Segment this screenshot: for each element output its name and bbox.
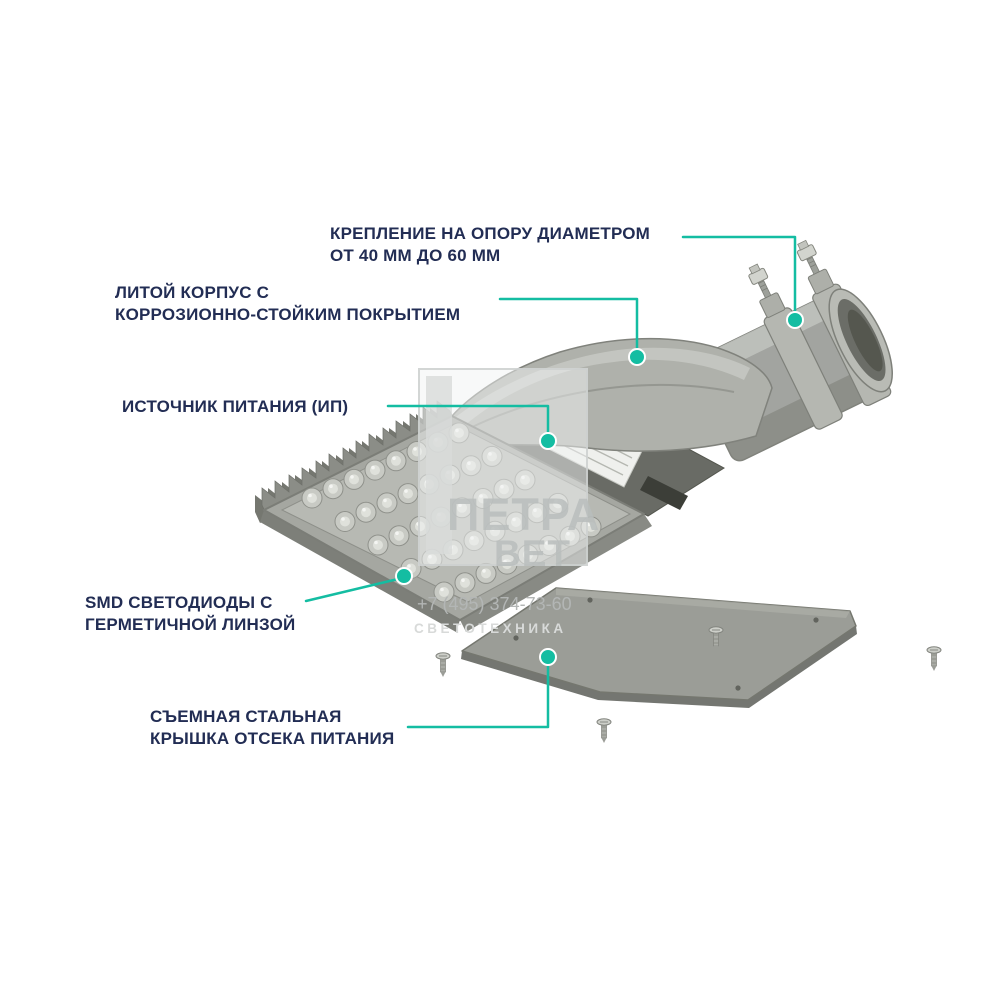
callout-label-mounting: КРЕПЛЕНИЕ НА ОПОРУ ДИАМЕТРОМ ОТ 40 ММ ДО…: [330, 224, 651, 266]
callout-line-leds: [304, 577, 400, 603]
driver-barcode: [640, 476, 688, 510]
callout-label-housing: ЛИТОЙ КОРПУС С КОРРОЗИОННО-СТОЙКИМ ПОКРЫ…: [115, 283, 461, 325]
callout-line-housing: [498, 297, 639, 350]
steel-cover-plate: [461, 587, 857, 708]
callout-label-leds: SMD СВЕТОДИОДЫ С ГЕРМЕТИЧНОЙ ЛИНЗОЙ: [85, 593, 296, 635]
callout-line-cover: [406, 664, 550, 729]
callout-dot-power-supply: [539, 432, 557, 450]
callout-dot-mounting: [786, 311, 804, 329]
callout-label-cover: СЪЕМНАЯ СТАЛЬНАЯ КРЫШКА ОТСЕКА ПИТАНИЯ: [150, 707, 395, 749]
callout-line-power-supply: [386, 404, 550, 434]
callout-dot-leds: [395, 567, 413, 585]
callout-line-mounting: [681, 235, 797, 313]
callout-dot-housing: [628, 348, 646, 366]
callout-dot-cover: [539, 648, 557, 666]
callout-label-power-supply: ИСТОЧНИК ПИТАНИЯ (ИП): [122, 397, 349, 416]
